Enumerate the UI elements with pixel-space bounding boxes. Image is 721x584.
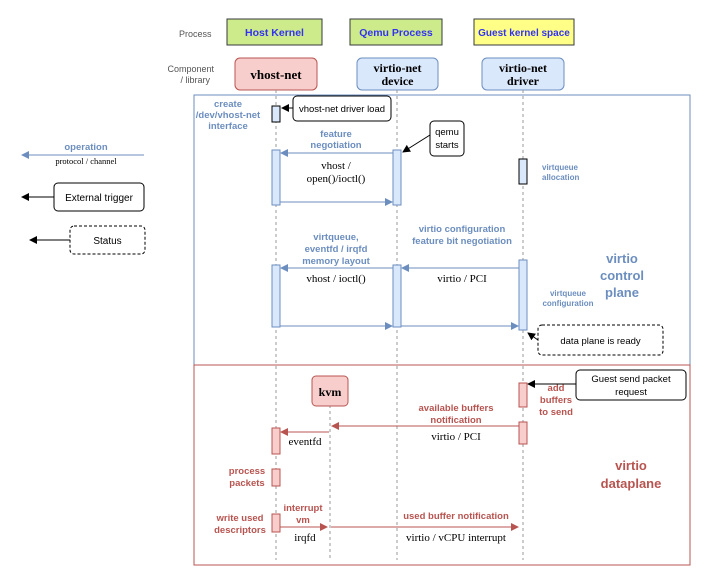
vq-layout-label-1: virtqueue,: [313, 232, 358, 243]
irqfd-label: irqfd: [294, 532, 316, 544]
virtio-device-label-1: virtio-net: [374, 61, 422, 75]
virtio-driver-label-1: virtio-net: [499, 61, 547, 75]
driver-load-box: [292, 95, 392, 122]
vq-configuration-label-1: virtqueue: [550, 289, 587, 298]
write-used-label-1: write used: [216, 513, 264, 524]
vq-layout-label-2: eventfd / irqfd: [305, 244, 368, 255]
vhost-activation-open: [271, 149, 281, 206]
legend-external-trigger-label: External trigger: [65, 193, 133, 204]
component-row-label-2: / library: [180, 75, 210, 85]
legend-operation-label: operation: [64, 142, 107, 153]
create-interface-label-2: /dev/vhost-net: [196, 110, 261, 121]
device-activation-pci: [392, 264, 402, 328]
create-interface-label-3: interface: [208, 121, 248, 132]
vcpu-interrupt-label: virtio / vCPU interrupt: [406, 532, 506, 544]
control-plane-title-1: virtio: [606, 251, 638, 266]
guest-kernel-label: Guest kernel space: [478, 28, 570, 39]
feature-negotiation-label-2: negotiation: [310, 140, 361, 151]
qemu-process-label: Qemu Process: [359, 27, 433, 39]
vhost-open-label-1: vhost /: [321, 160, 352, 172]
process-packets-label-2: packets: [229, 478, 264, 489]
write-used-label-2: descriptors: [214, 525, 266, 536]
data-plane-ready-box: [537, 324, 664, 356]
control-plane-title-2: control: [600, 268, 644, 283]
vhost-open-label-2: open()/ioctl(): [307, 173, 366, 185]
vhost-net-label: vhost-net: [250, 67, 302, 82]
vhost-activation-process: [271, 468, 281, 487]
guest-send-label-2: request: [615, 387, 647, 398]
host-kernel-label: Host Kernel: [245, 27, 304, 39]
device-activation-open: [392, 149, 402, 206]
interrupt-vm-label-2: vm: [296, 515, 310, 526]
host-kernel-header: [226, 18, 323, 46]
driver-load-label: vhost-net driver load: [299, 104, 385, 115]
guest-send-box: [575, 369, 687, 401]
driver-activation-notify: [518, 421, 528, 445]
driver-activation-add: [518, 382, 528, 408]
kvm-head: [311, 375, 349, 407]
interrupt-vm-label-1: interrupt: [283, 503, 323, 514]
add-buffers-label-3: to send: [539, 407, 573, 418]
dataplane-frame: [193, 364, 691, 566]
virtio-driver-label-2: driver: [507, 74, 540, 88]
virtio-pci-label: virtio / PCI: [437, 273, 487, 285]
avail-notify-label-1: available buffers: [419, 403, 494, 414]
virtio-device-label-2: device: [382, 74, 415, 88]
qemu-starts-label-2: starts: [435, 140, 458, 151]
avail-notify-label-2: notification: [430, 415, 481, 426]
guest-kernel-header: [473, 18, 575, 46]
data-plane-ready-label: data plane is ready: [560, 336, 641, 347]
virtqueue-allocation-label-1: virtqueue: [542, 163, 579, 172]
qemu-starts-box: [429, 120, 465, 157]
legend-status-label: Status: [93, 236, 121, 247]
component-row-label: Component: [167, 64, 214, 74]
vhost-activation-create: [271, 105, 281, 123]
virtio-config-label-2: feature bit negotiation: [412, 236, 512, 247]
add-buffers-label-1: add: [548, 383, 565, 394]
dataplane-virtio-pci-label: virtio / PCI: [431, 431, 481, 443]
create-interface-label-1: create: [214, 99, 242, 110]
used-buffer-label: used buffer notification: [403, 511, 509, 522]
eventfd-label: eventfd: [289, 436, 322, 448]
legend-status-box: [69, 225, 146, 255]
qemu-process-header: [349, 18, 443, 46]
process-packets-label-1: process: [229, 466, 265, 477]
vhost-activation-ioctl: [271, 264, 281, 328]
guest-send-label-1: Guest send packet: [591, 374, 671, 385]
vq-layout-label-3: memory layout: [302, 256, 370, 267]
qemu-starts-label-1: qemu: [435, 127, 459, 138]
kvm-label: kvm: [319, 385, 342, 399]
dataplane-title-1: virtio: [615, 458, 647, 473]
legend-external-trigger-box: [53, 182, 145, 212]
vhost-activation-eventfd: [271, 427, 281, 455]
virtqueue-allocation-label-2: allocation: [542, 173, 579, 182]
control-plane-title-3: plane: [605, 285, 639, 300]
qemu-starts-arrow: [402, 134, 431, 153]
driver-activation-alloc: [518, 158, 528, 185]
add-buffers-label-2: buffers: [540, 395, 572, 406]
vq-configuration-label-2: configuration: [542, 299, 593, 308]
virtio-config-label-1: virtio configuration: [419, 224, 506, 235]
vhost-activation-write: [271, 513, 281, 533]
process-row-label: Process: [179, 29, 212, 39]
legend-protocol-label: protocol / channel: [55, 156, 117, 166]
vhost-ioctl-label: vhost / ioctl(): [306, 273, 366, 285]
data-plane-ready-arrow: [527, 332, 539, 341]
feature-negotiation-label-1: feature: [320, 129, 352, 140]
dataplane-title-2: dataplane: [601, 476, 662, 491]
driver-activation-config: [518, 259, 528, 331]
